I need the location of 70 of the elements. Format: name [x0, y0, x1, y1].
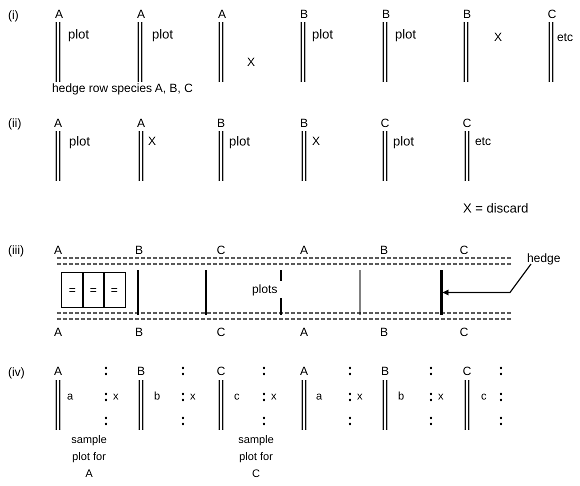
plot-label: plot — [152, 28, 173, 40]
species-letter: A — [55, 8, 63, 20]
species-letter: C — [460, 326, 468, 338]
species-letter: C — [462, 365, 472, 377]
plot-box: = — [103, 272, 126, 308]
species-letter: C — [380, 117, 390, 129]
species-letter: C — [462, 117, 472, 129]
species-letter: C — [460, 244, 468, 256]
callout-label: hedge — [527, 252, 560, 264]
plot-label: etc — [475, 135, 492, 147]
discard-mark: x — [438, 392, 444, 402]
plot-label: plot — [393, 134, 414, 148]
plot-label: plot — [312, 28, 333, 40]
species-letter: B — [135, 326, 143, 338]
discard-mark: x — [357, 392, 362, 402]
species-letter: C — [548, 8, 556, 20]
plot-label: plot — [68, 28, 89, 40]
species-letter: B — [380, 326, 388, 338]
species-letter: C — [216, 244, 226, 256]
caption-text: sample plot for C — [237, 433, 275, 482]
species-letter: C — [216, 326, 226, 338]
species-letter: A — [300, 365, 308, 377]
plot-label: plot — [229, 134, 250, 148]
plot-label: plot — [69, 134, 90, 148]
species-letter: A — [137, 117, 145, 129]
species-letter: B — [463, 8, 471, 20]
plot-letter: c — [234, 392, 240, 402]
species-letter: B — [381, 365, 389, 377]
species-letter: A — [218, 8, 226, 20]
discard-mark: X — [312, 135, 320, 147]
plot-letter: b — [154, 392, 160, 402]
plot-label: plot — [395, 28, 416, 40]
hedge-line — [440, 270, 442, 315]
discard-mark: x — [113, 392, 118, 402]
discard-mark: X — [247, 56, 256, 68]
species-letter: B — [382, 8, 390, 20]
plots-label: plots — [252, 283, 278, 295]
discard-mark: X — [148, 135, 156, 147]
species-letter: B — [380, 244, 388, 256]
species-letter: A — [300, 244, 308, 256]
panel-number: (iii) — [8, 244, 24, 256]
species-letter: A — [300, 326, 308, 338]
species-letter: A — [137, 8, 145, 20]
discard-mark: x — [190, 392, 196, 402]
plot-letter: b — [398, 392, 404, 402]
plot-box: = — [61, 272, 84, 308]
species-letter: B — [135, 244, 143, 256]
species-letter: A — [54, 326, 62, 338]
species-letter: B — [300, 8, 308, 20]
species-letter: B — [300, 117, 308, 129]
plot-box: = — [82, 272, 104, 308]
note-text: hedge row species A, B, C — [52, 82, 193, 94]
plot-letter: a — [316, 392, 322, 402]
plot-letter: c — [481, 392, 486, 402]
discard-mark: X — [494, 31, 502, 43]
plot-letter: a — [67, 392, 74, 402]
species-letter: B — [137, 365, 145, 377]
species-letter: C — [216, 365, 226, 377]
plot-label: etc — [557, 31, 574, 43]
species-letter: A — [54, 244, 62, 256]
panel-number: (i) — [8, 9, 19, 21]
leader-line — [442, 264, 532, 296]
species-letter: A — [54, 365, 62, 377]
discard-mark: x — [271, 392, 276, 402]
key-note: X = discard — [463, 202, 528, 214]
species-letter: A — [54, 117, 62, 129]
panel-number: (iv) — [8, 366, 25, 378]
panel-number: (ii) — [8, 117, 22, 129]
caption-text: sample plot for A — [70, 433, 108, 482]
species-letter: B — [217, 117, 225, 129]
